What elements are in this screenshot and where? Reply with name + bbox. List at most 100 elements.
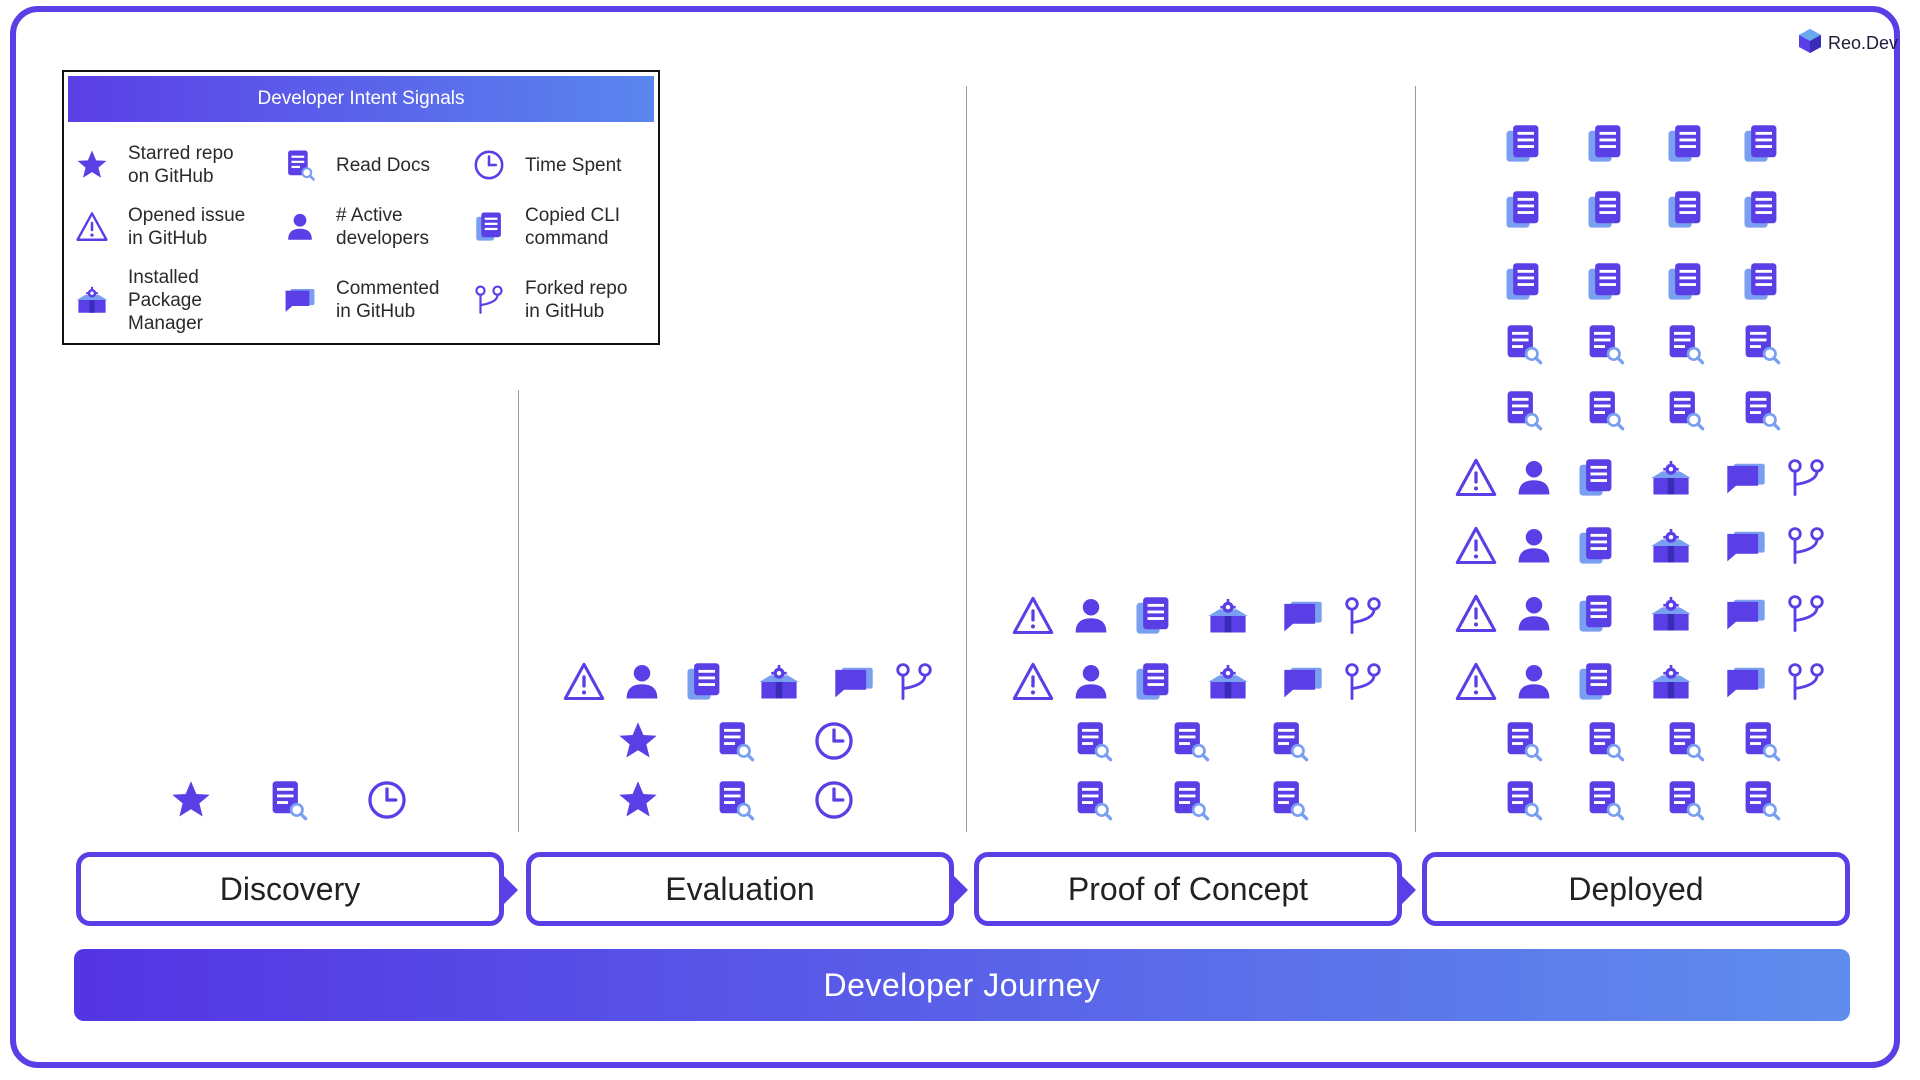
star-icon: [165, 774, 217, 826]
stage-discovery: Discovery: [76, 852, 504, 926]
comment-icon: [1720, 656, 1772, 708]
warning-icon: [558, 656, 610, 708]
legend-label: Commented in GitHub: [336, 278, 440, 322]
star-icon: [72, 145, 112, 185]
legend-label: Installed Package Manager: [128, 266, 203, 334]
read-docs-icon: [1579, 774, 1631, 826]
comment-icon: [1720, 452, 1772, 504]
legend-item-copy: Copied CLI command: [469, 204, 620, 250]
package-icon: [1202, 656, 1254, 708]
read-docs-icon: [1164, 715, 1216, 767]
clock-icon: [808, 715, 860, 767]
read-docs-icon: [1497, 318, 1549, 370]
divider-poc-deployed: [1415, 86, 1416, 832]
warning-icon: [1450, 588, 1502, 640]
read-docs-icon: [1579, 384, 1631, 436]
legend-item-clock: Time Spent: [469, 142, 621, 188]
read-docs-icon: [1579, 318, 1631, 370]
comment-icon: [1720, 520, 1772, 572]
copy-icon: [1659, 118, 1711, 170]
person-icon: [616, 656, 668, 708]
read-docs-icon: [1659, 318, 1711, 370]
legend-item-star: Starred repo on GitHub: [72, 142, 234, 188]
read-docs-icon: [709, 715, 761, 767]
arrow-icon: [954, 876, 968, 904]
hexagon-logo-icon: [1798, 28, 1822, 59]
legend-title: Developer Intent Signals: [68, 76, 654, 122]
stage-proof-of-concept: Proof of Concept: [974, 852, 1402, 926]
warning-icon: [1450, 656, 1502, 708]
legend-label: # Active developers: [336, 205, 429, 249]
arrow-icon: [504, 876, 518, 904]
read-docs-icon: [1735, 715, 1787, 767]
package-icon: [753, 656, 805, 708]
copy-icon: [469, 207, 509, 247]
person-icon: [1065, 590, 1117, 642]
copy-icon: [1127, 590, 1179, 642]
person-icon: [1508, 452, 1560, 504]
copy-icon: [1659, 184, 1711, 236]
clock-icon: [361, 774, 413, 826]
copy-icon: [1659, 256, 1711, 308]
arrow-icon: [1402, 876, 1416, 904]
read-docs-icon: [1497, 715, 1549, 767]
read-docs-icon: [1497, 774, 1549, 826]
copy-icon: [1127, 656, 1179, 708]
person-icon: [1508, 656, 1560, 708]
legend-label: Starred repo on GitHub: [128, 143, 234, 187]
copy-icon: [1570, 588, 1622, 640]
read-docs-icon: [1735, 774, 1787, 826]
read-docs-icon: [1067, 774, 1119, 826]
legend-label: Copied CLI command: [525, 205, 621, 249]
legend-label: Opened issue in GitHub: [128, 205, 246, 249]
read-docs-icon: [1735, 318, 1787, 370]
read-docs-icon: [1659, 715, 1711, 767]
fork-icon: [469, 280, 509, 320]
read-docs-icon: [262, 774, 314, 826]
read-docs-icon: [1067, 715, 1119, 767]
copy-icon: [1579, 184, 1631, 236]
warning-icon: [1450, 452, 1502, 504]
copy-icon: [1497, 256, 1549, 308]
person-icon: [1508, 588, 1560, 640]
copy-icon: [1497, 118, 1549, 170]
read-docs-icon: [1579, 715, 1631, 767]
read-docs-icon: [280, 145, 320, 185]
read-docs-icon: [1263, 715, 1315, 767]
brand: Reo.Dev: [1798, 28, 1898, 59]
fork-icon: [1337, 656, 1389, 708]
legend-label: Time Spent: [525, 154, 622, 176]
fork-icon: [1780, 452, 1832, 504]
fork-icon: [888, 656, 940, 708]
read-docs-icon: [1659, 774, 1711, 826]
stage-evaluation: Evaluation: [526, 852, 954, 926]
package-icon: [1645, 520, 1697, 572]
read-docs-icon: [1735, 384, 1787, 436]
fork-icon: [1337, 590, 1389, 642]
divider-evaluation-poc: [966, 86, 967, 832]
comment-icon: [1277, 590, 1329, 642]
clock-icon: [808, 774, 860, 826]
read-docs-icon: [1659, 384, 1711, 436]
clock-icon: [469, 145, 509, 185]
copy-icon: [1579, 118, 1631, 170]
read-docs-icon: [1497, 384, 1549, 436]
warning-icon: [1007, 590, 1059, 642]
legend-item-fork: Forked repo in GitHub: [469, 265, 627, 335]
read-docs-icon: [1263, 774, 1315, 826]
legend-label: Read Docs: [336, 154, 430, 176]
developer-journey-bar: Developer Journey: [74, 949, 1850, 1021]
package-icon: [1645, 452, 1697, 504]
copy-icon: [678, 656, 730, 708]
legend-item-person: # Active developers: [280, 204, 429, 250]
comment-icon: [280, 280, 320, 320]
copy-icon: [1735, 256, 1787, 308]
fork-icon: [1780, 520, 1832, 572]
star-icon: [612, 774, 664, 826]
read-docs-icon: [709, 774, 761, 826]
copy-icon: [1735, 118, 1787, 170]
copy-icon: [1570, 520, 1622, 572]
copy-icon: [1497, 184, 1549, 236]
package-icon: [1202, 590, 1254, 642]
stage-deployed: Deployed: [1422, 852, 1850, 926]
